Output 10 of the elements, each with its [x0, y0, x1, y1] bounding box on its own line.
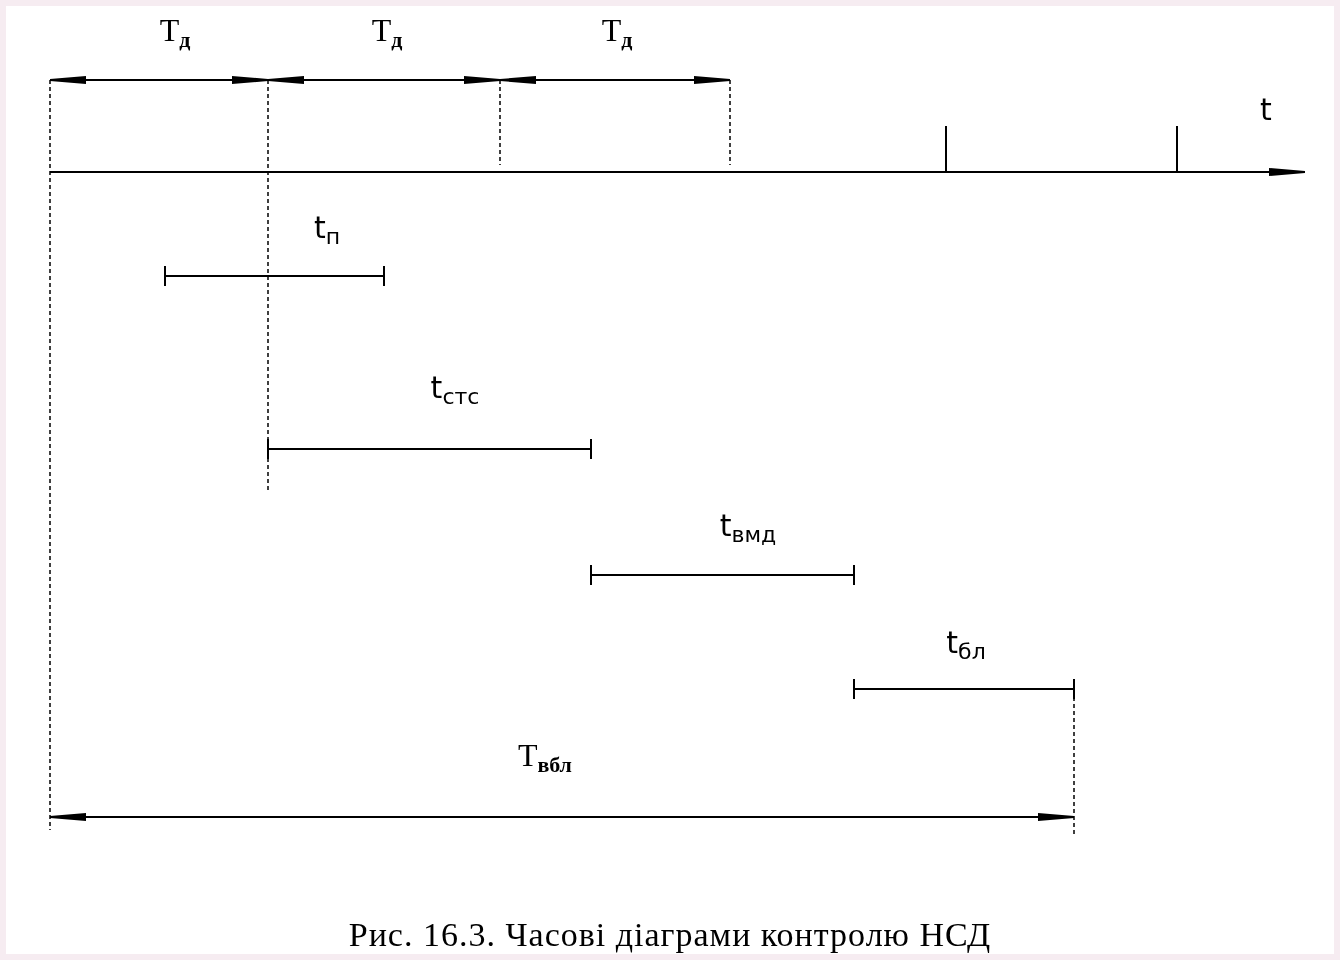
interval-label: T$_{д}$ [601, 13, 633, 51]
interval-label: T$_{вбл}$ [518, 738, 572, 776]
interval-label: T$_{д}$ [159, 13, 191, 51]
interval-label: t$_{бл}$ [946, 627, 986, 663]
interval-label: t$_{стс}$ [430, 372, 480, 408]
interval-label: t$_{п}$ [313, 212, 341, 248]
axis-label: t [1260, 95, 1272, 125]
interval-label: T$_{д}$ [371, 13, 403, 51]
interval-label: t$_{вмд}$ [719, 510, 777, 546]
caption: Рис. 16.3. Часові діаграми контролю НСД [348, 916, 992, 954]
